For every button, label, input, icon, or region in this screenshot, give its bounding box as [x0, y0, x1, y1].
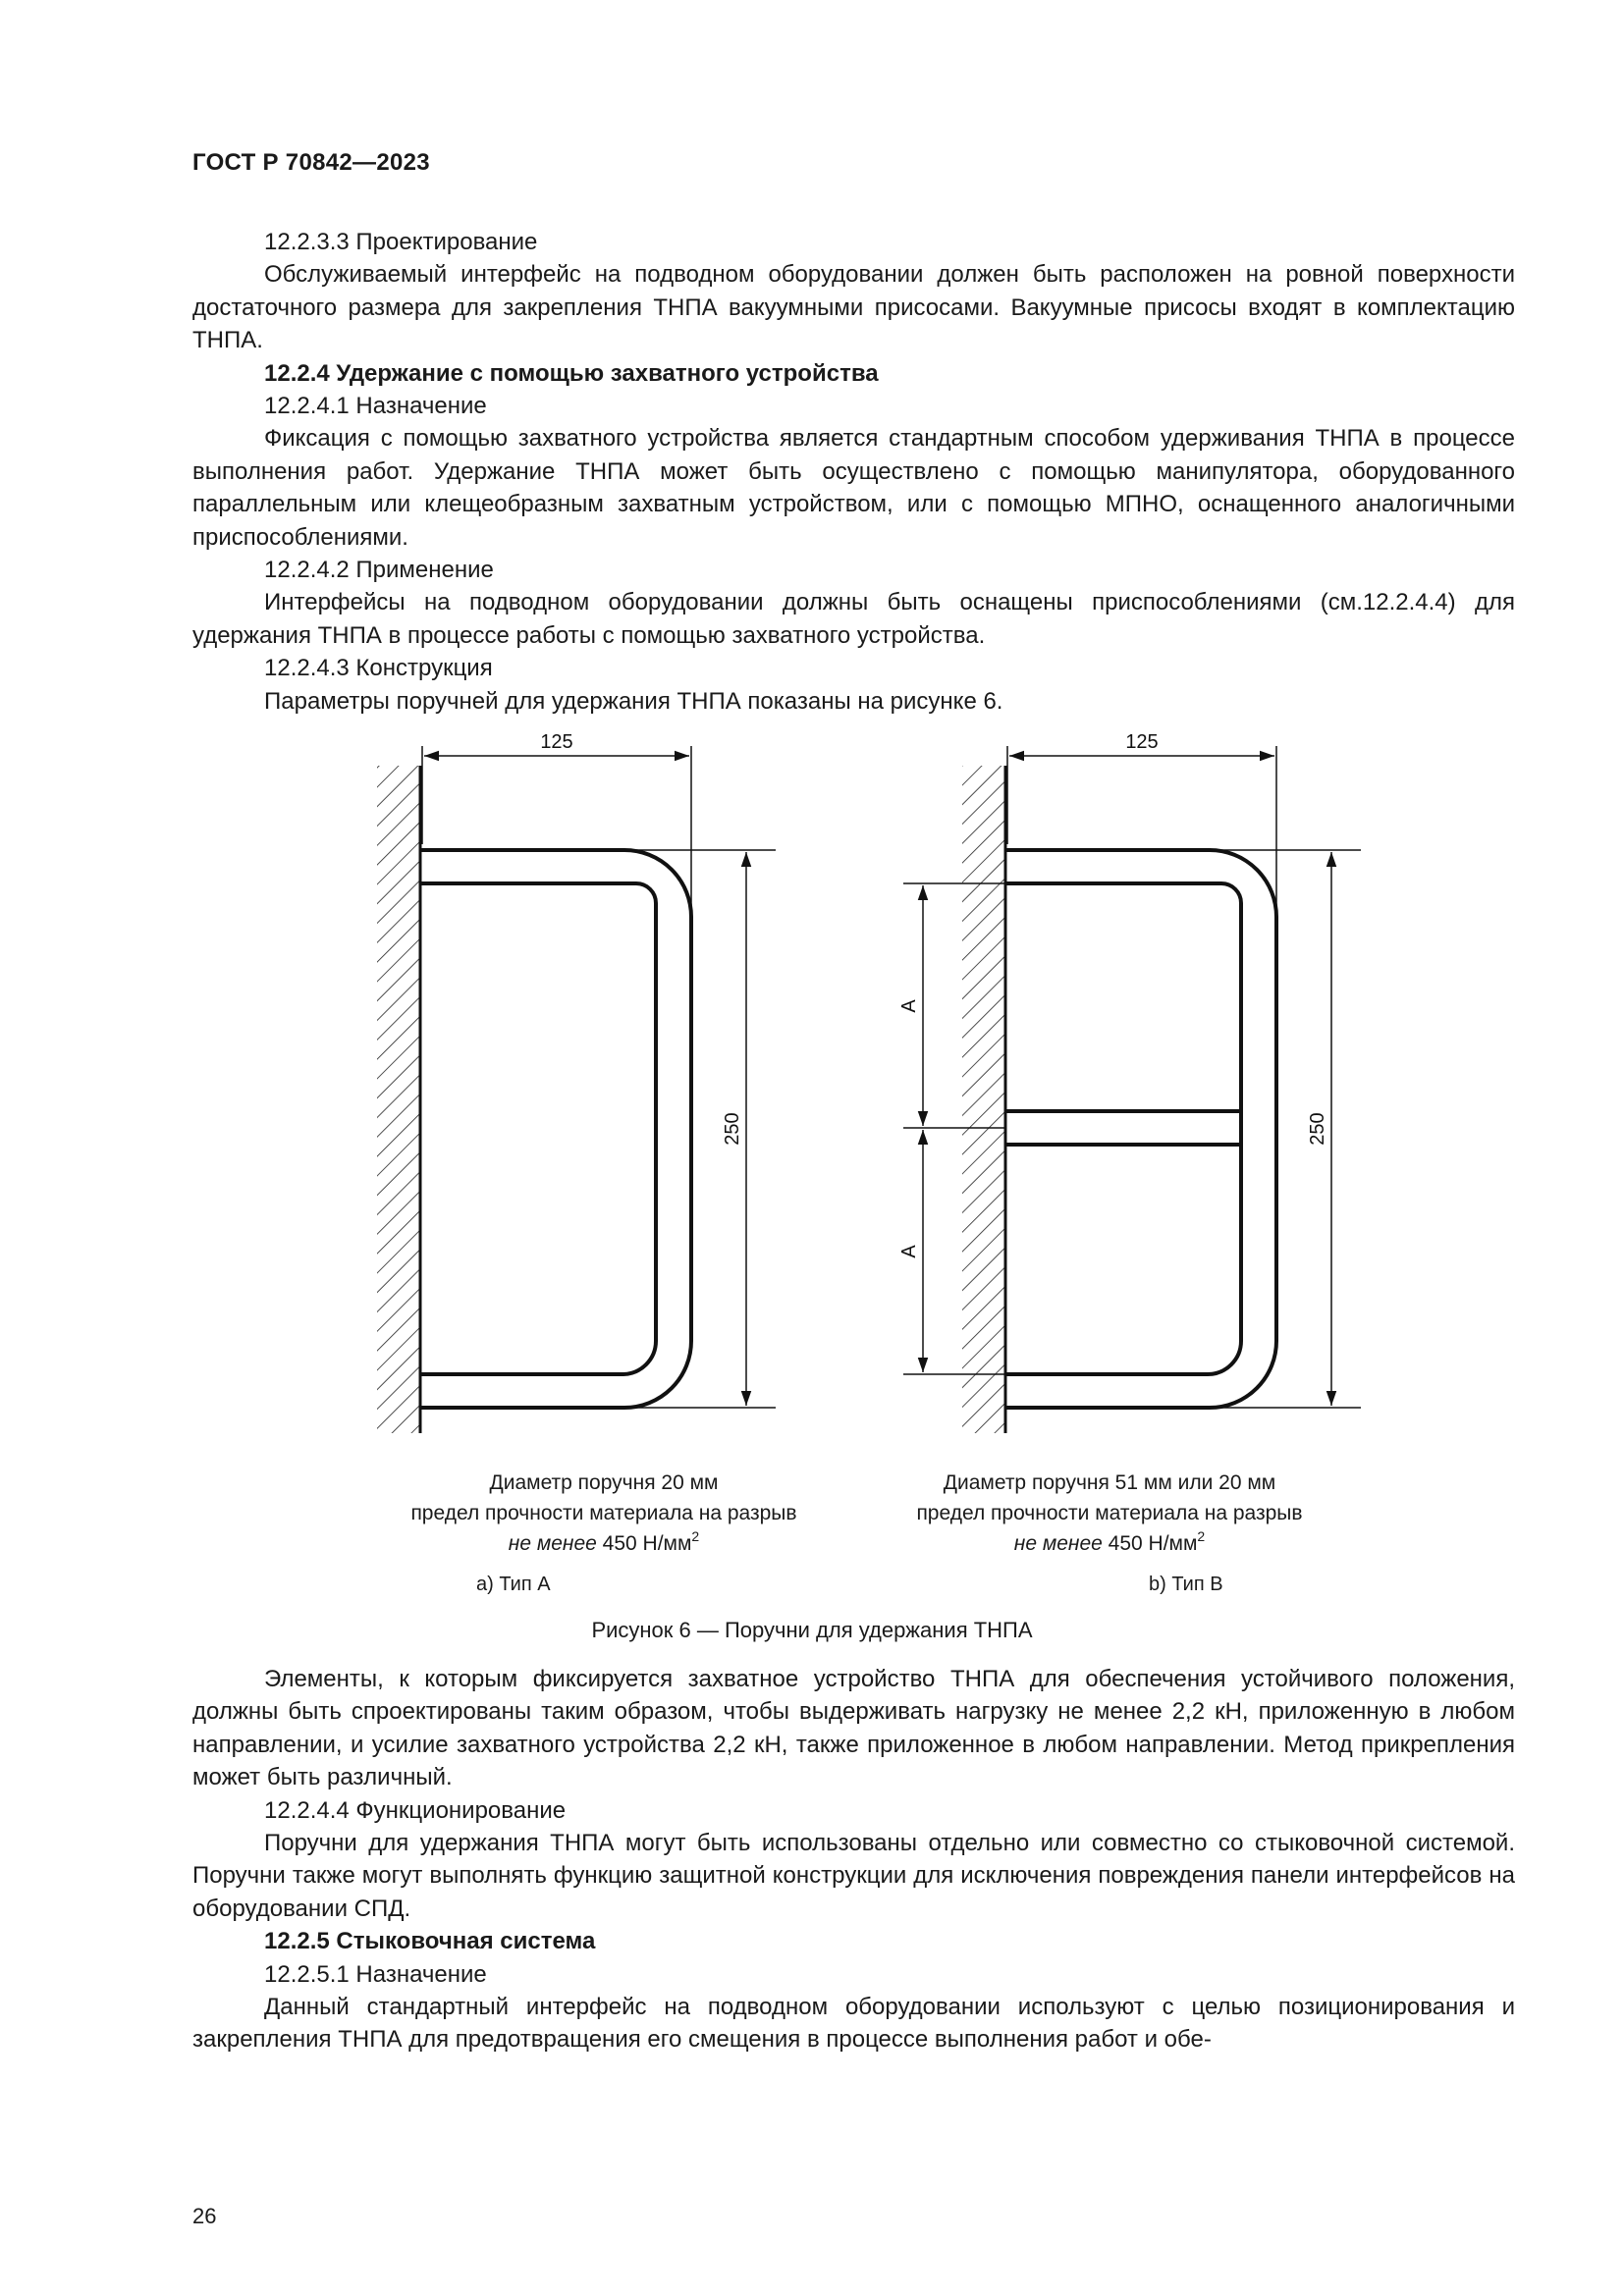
heading-12-2-3-3: 12.2.3.3 Проектирование [264, 229, 538, 255]
paragraph: Поручни для удержания ТНПА могут быть ис… [192, 1830, 1515, 1922]
paragraph: Обслуживаемый интерфейс на подводном обо… [192, 261, 1515, 354]
type-b-a-label-upper: A [898, 999, 920, 1013]
heading-12-2-4-4: 12.2.4.4 Функционирование [264, 1796, 567, 1824]
caption-italic: не менее [508, 1532, 597, 1555]
handrail-inner [1005, 881, 1243, 1376]
handrail-inner [420, 881, 658, 1376]
body-text-bottom: Элементы, к которым фиксируется захватно… [192, 1663, 1515, 2056]
type-b-width-label: 125 [1125, 731, 1158, 753]
handrail-outer [420, 848, 693, 1410]
paragraph: Данный стандартный интерфейс на подводно… [192, 1994, 1515, 2054]
section-heading-12-2-4: 12.2.4 Удержание с помощью захватного ус… [264, 359, 879, 387]
type-b-a-label-lower: A [898, 1245, 920, 1258]
type-b-caption: Диаметр поручня 51 мм или 20 мм предел п… [884, 1468, 1335, 1559]
type-a-caption: Диаметр поручня 20 мм предел прочности м… [378, 1468, 830, 1559]
caption-value: 450 Н/мм [1108, 1532, 1198, 1555]
type-a-drawing [377, 746, 776, 1433]
caption-italic: не менее [1013, 1532, 1103, 1555]
handrail-outer [1005, 848, 1278, 1410]
handrail-drawing: 125 125 250 250 A A [377, 731, 1361, 1433]
figure-title: Рисунок 6 — Поручни для удержания ТНПА [591, 1618, 1033, 1642]
caption-line: предел прочности материала на разрыв [410, 1502, 797, 1524]
paragraph: Фиксация с помощью захватного устройства… [192, 425, 1515, 551]
heading-12-2-4-2: 12.2.4.2 Применение [264, 557, 494, 584]
document-id: ГОСТ Р 70842—2023 [192, 149, 430, 176]
caption-value: 450 Н/мм [602, 1532, 692, 1555]
wall-hatching [962, 766, 1005, 1433]
paragraph: Элементы, к которым фиксируется захватно… [192, 1666, 1515, 1791]
type-a-width-label: 125 [540, 731, 572, 753]
section-heading-12-2-5: 12.2.5 Стыковочная система [264, 1928, 596, 1955]
type-b-height-label: 250 [1307, 1112, 1328, 1145]
page-number: 26 [192, 2204, 217, 2228]
heading-12-2-5-1: 12.2.5.1 Назначение [264, 1960, 487, 1988]
type-b-label: b) Тип В [1149, 1574, 1223, 1595]
paragraph: Интерфейсы на подводном оборудовании дол… [192, 589, 1515, 649]
heading-12-2-4-3: 12.2.4.3 Конструкция [264, 655, 493, 682]
type-a-label: а) Тип А [476, 1574, 551, 1595]
caption-line: Диаметр поручня 20 мм [489, 1471, 719, 1494]
type-a-height-label: 250 [722, 1112, 743, 1145]
caption-superscript: 2 [691, 1528, 700, 1544]
wall-hatching [377, 766, 420, 1433]
caption-line: не менее 450 Н/мм2 [378, 1528, 830, 1559]
paragraph: Параметры поручней для удержания ТНПА по… [264, 687, 1003, 715]
caption-superscript: 2 [1197, 1528, 1206, 1544]
figure-6: 125 125 250 250 A A Диаметр поручня 20 м… [0, 717, 1624, 1659]
caption-line: предел прочности материала на разрыв [916, 1502, 1303, 1524]
caption-line: Диаметр поручня 51 мм или 20 мм [943, 1471, 1276, 1494]
body-text-top: 12.2.3.3 Проектирование Обслуживаемый ин… [192, 226, 1515, 718]
caption-line: не менее 450 Н/мм2 [884, 1528, 1335, 1559]
type-b-drawing [903, 746, 1361, 1433]
heading-12-2-4-1: 12.2.4.1 Назначение [264, 393, 487, 420]
